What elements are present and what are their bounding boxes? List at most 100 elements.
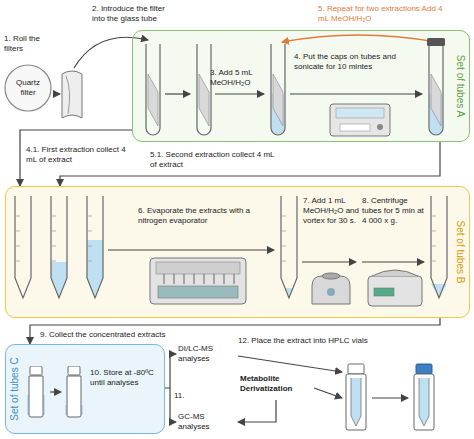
- flow-arrow: [238, 356, 342, 372]
- sonicator: [340, 124, 370, 131]
- nitrogen-evaporator: [150, 258, 246, 304]
- flow-arrow: [50, 37, 424, 422]
- step-label: 7. Add 1 mL MeOH/H₂O and vortex for 30 s…: [303, 196, 359, 226]
- circle-outline: [5, 65, 51, 111]
- hplc-vials: [416, 364, 432, 374]
- flow-arrow: [165, 93, 190, 94]
- set-b-ground: [5, 186, 470, 318]
- vortex-mixer: [312, 273, 350, 304]
- rolled-filter: [66, 76, 70, 114]
- glass-tubes: [146, 44, 160, 135]
- step-label: 8. Centrifuge tubes for 5 min at 4 000 x…: [362, 196, 426, 226]
- falcon-tubes: [51, 196, 67, 298]
- set-b-ground: [5, 186, 470, 318]
- falcon-tubes: [15, 196, 31, 298]
- nitrogen-evaporator: [156, 262, 240, 274]
- set-a-ground: [132, 30, 470, 142]
- glass-tubes: [199, 74, 209, 126]
- storage-vials: [29, 366, 43, 417]
- glass-tubes: [197, 44, 211, 135]
- flow-arrow: [238, 400, 276, 422]
- edge-label: 9. Collect the concentrated extracts: [40, 330, 240, 340]
- vortex-mixer: [312, 276, 350, 304]
- sonicator: [330, 104, 390, 136]
- rolled-filter: [62, 71, 82, 118]
- step-label: 6. Evaporate the extracts with a nitroge…: [138, 206, 254, 226]
- step-label: 2. Introduce the filter into the glass t…: [92, 4, 176, 24]
- edge-label: 4.1. First extraction collect 4 mL of ex…: [26, 145, 138, 165]
- hplc-vials: [419, 378, 429, 426]
- flow-arrow: [314, 388, 342, 398]
- set-box: Set of tubes A: [132, 30, 470, 142]
- set-c-ground: [5, 344, 165, 434]
- centrifuge: [368, 270, 422, 306]
- edge-label: 5.1. Second extraction collect 4 mL of e…: [150, 150, 282, 170]
- glass-tubes: [431, 74, 441, 126]
- step-label: 5. Repeat for two extractions Add 4 mL M…: [318, 4, 448, 24]
- step-label: GC-MS analyses: [178, 412, 238, 432]
- flow-arrow: [170, 421, 176, 422]
- hplc-vials: [346, 364, 434, 430]
- set-c-ground: [5, 344, 165, 434]
- set-box: Set of tubes B: [5, 186, 470, 318]
- flow-arrow: [53, 93, 60, 94]
- sonicator: [377, 124, 383, 130]
- flow-arrow: [362, 261, 424, 262]
- centrifuge: [372, 270, 418, 276]
- flow-arrow: [290, 93, 422, 94]
- falcon-tubes: [51, 262, 67, 297]
- set-label: Set of tubes B: [454, 221, 466, 284]
- centrifuge: [368, 276, 422, 306]
- hplc-vials: [348, 364, 364, 374]
- flow-arrow: [165, 354, 170, 422]
- nitrogen-evaporator: [164, 274, 234, 284]
- set-box: Set of tubes C: [5, 344, 165, 434]
- step-label: DI/LC-MS analyses: [178, 344, 238, 364]
- set-label: Set of tubes A: [454, 55, 466, 117]
- nitrogen-evaporator: [158, 286, 238, 298]
- falcon-tubes: [431, 196, 447, 298]
- step-label: 11.: [174, 391, 196, 401]
- glass-tubes: [271, 44, 285, 135]
- filter-circle: Quartz filter: [4, 64, 52, 112]
- vortex-mixer: [322, 273, 340, 279]
- rolled-filter: [62, 71, 82, 118]
- sonicator: [336, 108, 384, 118]
- glass-tubes: [427, 38, 445, 46]
- step-label: 1. Roll the filters: [4, 34, 52, 54]
- glass-tubes: [429, 44, 443, 135]
- hplc-vials: [414, 374, 434, 430]
- glass-tubes: [146, 38, 445, 135]
- flow-arrow: [302, 261, 356, 262]
- hplc-vials: [346, 374, 366, 430]
- flow-arrow: [170, 353, 176, 354]
- set-label: Set of tubes C: [9, 357, 21, 420]
- step-label: 10. Store at -80ºC until analyses: [90, 368, 162, 388]
- node-text: Quartz filter: [9, 78, 47, 98]
- glass-tubes: [273, 74, 283, 126]
- repeat-arrow: [282, 35, 436, 42]
- set-a-ground: [132, 30, 470, 142]
- vortex-mixer: [327, 288, 335, 296]
- flow-arrow: [215, 93, 264, 94]
- flow-arrow: [372, 397, 408, 398]
- falcon-tubes: [281, 196, 297, 298]
- storage-vials: [67, 366, 81, 417]
- glass-tubes: [148, 74, 158, 126]
- storage-vials: [27, 366, 83, 417]
- flow-arrow: [74, 37, 148, 68]
- flow-arrow: [108, 249, 274, 250]
- step-label: Metabolite Derivatization: [240, 374, 314, 394]
- step-label: 3. Add 5 mL MeOH/H₂O: [210, 68, 268, 88]
- falcon-tubes: [87, 196, 103, 298]
- sonicator: [330, 104, 390, 136]
- centrifuge: [374, 288, 394, 296]
- step-label: 4. Put the caps on tubes and sonicate fo…: [294, 52, 422, 72]
- flow-arrow: [50, 391, 61, 392]
- falcon-tubes: [87, 240, 103, 297]
- repeat-arrow: [282, 35, 436, 42]
